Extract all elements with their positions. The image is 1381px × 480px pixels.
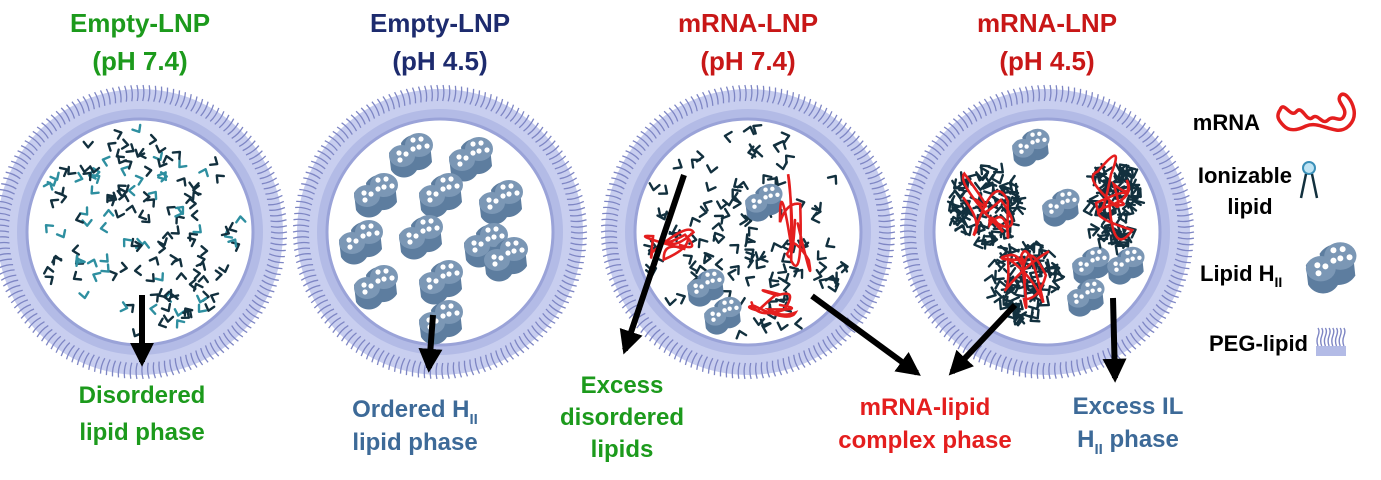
arrow-complex-from-ph74 (810, 293, 921, 376)
annotation-excess-disordered-line2: disordered (560, 404, 684, 431)
annotation-complex-line2: complex phase (838, 427, 1011, 454)
annotation-excess-il-line1: Excess IL (1073, 393, 1184, 420)
panel-4-title-line2: (pH 4.5) (999, 46, 1094, 76)
peg-tails (0, 84, 288, 380)
particle-mrna-lnp-ph45 (899, 84, 1195, 380)
lipid-hexagonal-cylinder-icon (1305, 242, 1357, 294)
arrow-excess-disordered (619, 174, 687, 355)
panel-1-title-line1: Empty-LNP (70, 8, 210, 38)
annotation-excess-disordered-line3: lipids (591, 436, 654, 463)
legend-ionizable-label-line2: lipid (1227, 194, 1272, 219)
arrow-complex-from-ph45 (948, 302, 1018, 376)
annotation-excess-disordered-line1: Excess (581, 372, 664, 399)
panel-2-title-line2: (pH 4.5) (392, 46, 487, 76)
panel-3-title-line1: mRNA-LNP (678, 8, 818, 38)
annotation-ordered-line1: Ordered HII (352, 396, 478, 428)
arrow-ordered (418, 314, 443, 373)
panel-2-title-line1: Empty-LNP (370, 8, 510, 38)
peg-tails (292, 84, 588, 380)
annotation-ordered-line2: lipid phase (352, 429, 477, 456)
ionizable-lipid-icon (1299, 161, 1319, 199)
annotation-excess-il-line2: HII phase (1077, 426, 1179, 458)
panel-4-title-line1: mRNA-LNP (977, 8, 1117, 38)
peg-lipid-icon (1316, 327, 1346, 356)
legend-ionizable-label-line1: Ionizable (1198, 163, 1292, 188)
panel-titles: Empty-LNP (pH 7.4) Empty-LNP (pH 4.5) mR… (70, 8, 1117, 76)
disordered-lipids (42, 123, 247, 338)
particle-empty-lnp-ph74 (0, 84, 288, 380)
phase-annotations: Disordered lipid phase Ordered HII lipid… (79, 372, 1184, 463)
mrna-squiggle-icon (1276, 92, 1356, 132)
panel-1-title-line2: (pH 7.4) (92, 46, 187, 76)
annotation-disordered-line2: lipid phase (79, 419, 204, 446)
mrna-strands (643, 173, 812, 318)
mrna-lipid-complexes (946, 154, 1146, 327)
annotation-disordered-line1: Disordered (79, 382, 206, 409)
arrows (130, 174, 1127, 383)
arrow-excess-il (1102, 297, 1127, 383)
particle-mrna-lnp-ph74 (600, 84, 896, 380)
particle-empty-lnp-ph45 (292, 84, 588, 380)
legend-mrna-label: mRNA (1193, 110, 1260, 135)
panel-3-title-line2: (pH 7.4) (700, 46, 795, 76)
annotation-complex-line1: mRNA-lipid (860, 394, 991, 421)
legend-hex-label: Lipid HII (1200, 261, 1282, 290)
peg-tails (899, 84, 1195, 380)
legend-peg-label: PEG-lipid (1209, 331, 1308, 356)
legend: mRNA Ionizable lipid Lipid HII PEG-lipid (1193, 92, 1357, 356)
